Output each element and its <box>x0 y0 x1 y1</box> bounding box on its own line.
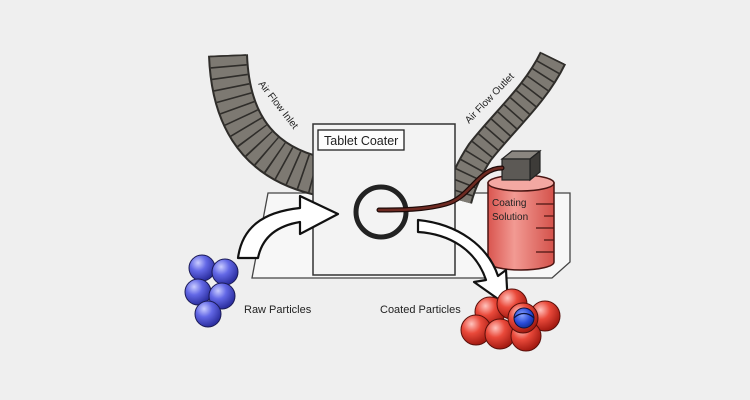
tablet-coater-title: Tablet Coater <box>324 134 398 148</box>
pump-box-icon <box>500 149 542 182</box>
coated-particles-icon <box>460 288 561 352</box>
air-flow-inlet-hose <box>208 53 324 196</box>
coating-solution-label-line1: Coating <box>492 198 526 209</box>
arrow-out-icon <box>416 218 510 308</box>
coating-solution-label-line2: Solution <box>492 212 528 223</box>
air-flow-outlet-hose <box>443 51 567 204</box>
tablet-coater-title-box <box>317 129 405 151</box>
arrow-in-icon <box>236 194 340 260</box>
coated-particles-label: Coated Particles <box>380 304 461 316</box>
raw-particles-label: Raw Particles <box>244 304 312 316</box>
raw-particles-icon <box>184 254 239 328</box>
